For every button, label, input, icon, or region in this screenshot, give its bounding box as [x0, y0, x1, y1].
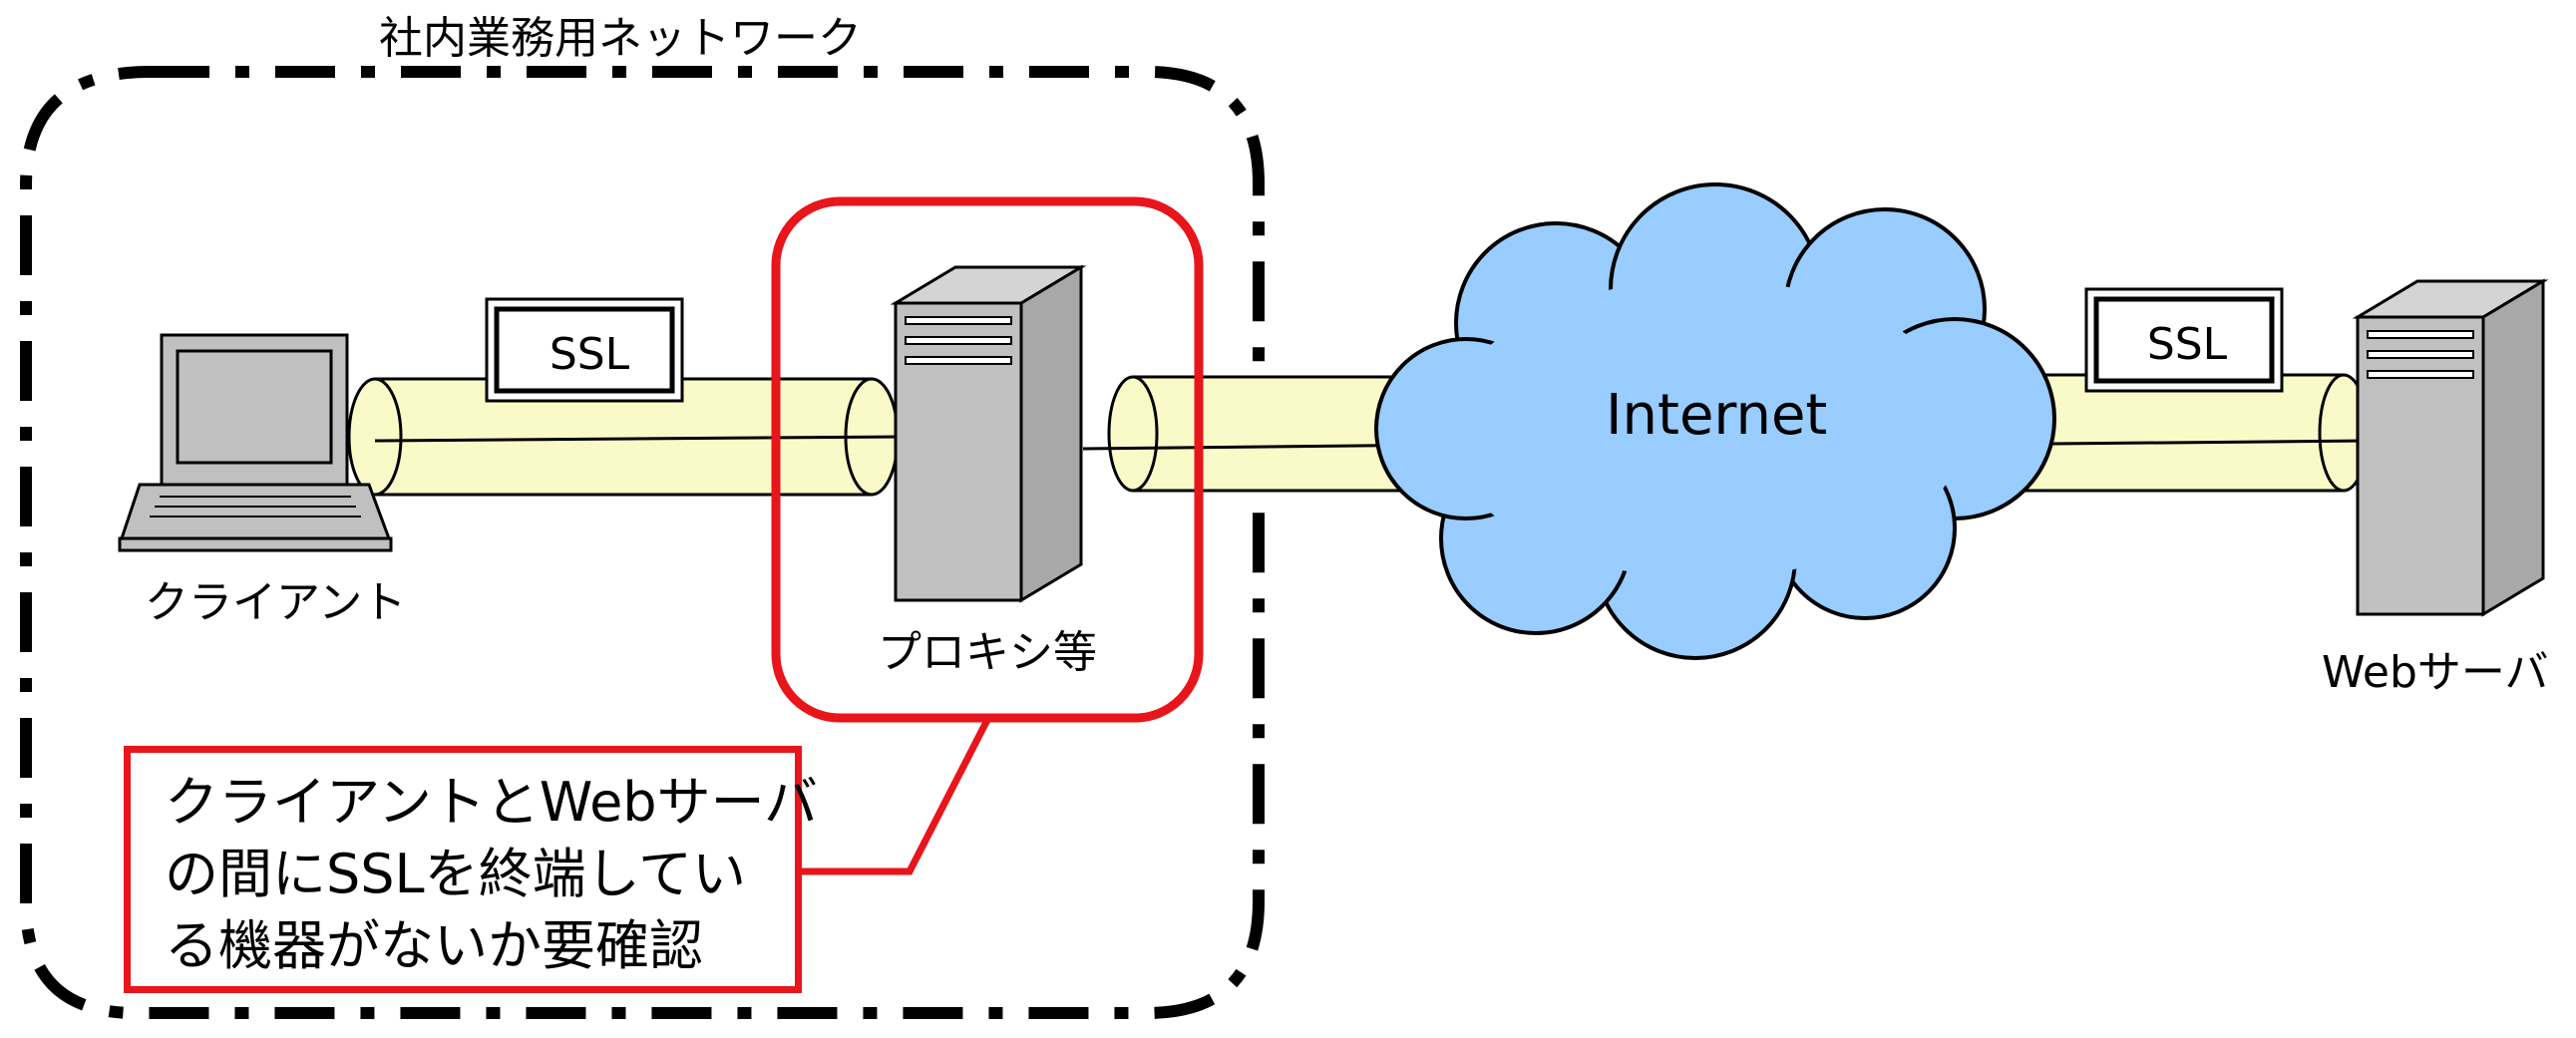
web-server-icon [2352, 278, 2549, 617]
proxy-label: プロキシ等 [878, 627, 1097, 678]
client-label: クライアント [145, 577, 407, 628]
callout-note: クライアントとWebサーバ の間にSSLを終端してい る機器がないか要確認 [124, 746, 819, 993]
webserver-label: Webサーバ [2322, 647, 2549, 698]
network-label: 社内業務用ネットワーク [379, 13, 862, 64]
internet-cloud [1374, 182, 2056, 660]
note-line: クライアントとWebサーバ [165, 771, 819, 834]
note-line: る機器がないか要確認 [165, 914, 703, 977]
ssl-label-left: SSL [549, 329, 630, 380]
ssl-tunnel-left [347, 377, 900, 497]
callout-connector [802, 718, 991, 875]
ssl-label-right: SSL [2146, 319, 2228, 370]
proxy-server-icon [890, 264, 1087, 603]
client-laptop-icon [118, 333, 393, 552]
note-line: の間にSSLを終端してい [165, 843, 747, 905]
ssl-badge-left [485, 297, 684, 403]
ssl-badge-right [2084, 287, 2284, 393]
internal-network-boundary [20, 66, 1265, 1019]
proxy-highlight-frame [771, 196, 1204, 723]
internet-label: Internet [1606, 383, 1828, 448]
